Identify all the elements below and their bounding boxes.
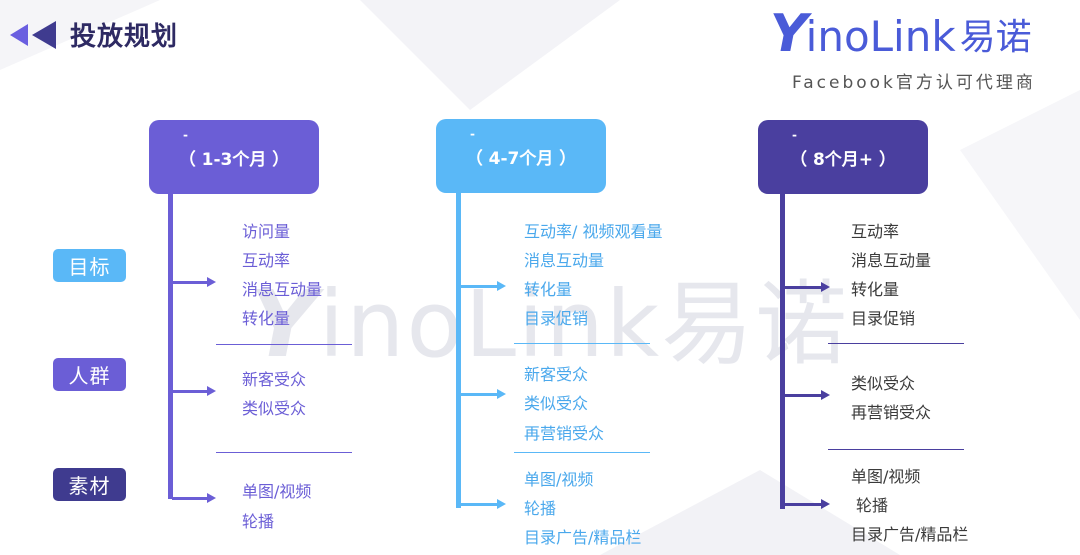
- logo-subtitle: Facebook官方认可代理商: [792, 73, 1036, 93]
- list-item: 目录促销: [851, 309, 916, 328]
- arrow-connector: [784, 499, 830, 509]
- list-item: 互动率: [242, 251, 291, 270]
- list-item: 再营销受众: [851, 403, 932, 422]
- back-triangle-icon: [10, 23, 28, 46]
- group-divider: [216, 452, 352, 453]
- phase-label: （ 4-7个月 ）: [465, 148, 577, 169]
- row-label-goal: 目标: [53, 249, 126, 282]
- row-label-material: 素材: [53, 468, 126, 501]
- group-divider: [514, 343, 650, 344]
- list-item: 消息互动量: [524, 251, 605, 270]
- arrow-connector: [460, 499, 506, 509]
- list-item: 轮播: [856, 496, 889, 515]
- list-item: 轮播: [242, 512, 275, 531]
- phase-1-connector: [168, 194, 173, 499]
- list-item: 新客受众: [242, 370, 307, 389]
- list-item: 消息互动量: [242, 280, 323, 299]
- phase-box-1: -（ 1-3个月 ）: [149, 120, 319, 194]
- group-divider: [216, 344, 352, 345]
- list-item: 转化量: [524, 280, 573, 299]
- list-item: 目录广告/精品栏: [524, 528, 642, 547]
- group-divider: [828, 343, 964, 344]
- page-title-area: 投放规划: [10, 16, 178, 53]
- phase-box-3: -（ 8个月+ ）: [758, 120, 928, 194]
- list-item: 轮播: [524, 499, 557, 518]
- list-item: 目录广告/精品栏: [851, 525, 969, 544]
- list-item: 互动率: [851, 222, 900, 241]
- phase-2-connector: [456, 193, 461, 508]
- arrow-connector: [784, 282, 830, 292]
- list-item: 互动率/ 视频观看量: [524, 222, 663, 241]
- row-label-audience: 人群: [53, 358, 126, 391]
- list-item: 类似受众: [242, 399, 307, 418]
- arrow-connector: [460, 389, 506, 399]
- logo-wordmark: inoLink: [805, 12, 956, 61]
- brand-logo: Y inoLink 易诺 Facebook官方认可代理商: [770, 4, 1070, 94]
- list-item: 目录促销: [524, 309, 589, 328]
- phase-label: （ 1-3个月 ）: [178, 149, 290, 170]
- list-item: 类似受众: [851, 374, 916, 393]
- arrow-connector: [172, 386, 216, 396]
- arrow-connector: [172, 493, 216, 503]
- page-title: 投放规划: [70, 22, 179, 52]
- phase-3-connector: [780, 194, 785, 509]
- arrow-connector: [460, 281, 506, 291]
- list-item: 单图/视频: [242, 482, 312, 501]
- phase-label: （ 8个月+ ）: [790, 149, 896, 170]
- logo-mark: Y: [770, 4, 808, 64]
- arrow-connector: [784, 390, 830, 400]
- watermark: YinoLink易诺: [250, 271, 850, 378]
- list-item: 访问量: [242, 222, 291, 241]
- group-divider: [514, 452, 650, 453]
- arrow-connector: [172, 277, 216, 287]
- list-item: 类似受众: [524, 394, 589, 413]
- list-item: 新客受众: [524, 365, 589, 384]
- list-item: 单图/视频: [851, 467, 921, 486]
- list-item: 消息互动量: [851, 251, 932, 270]
- logo-chinese-name: 易诺: [959, 17, 1032, 58]
- phase-box-2: -（ 4-7个月 ）: [436, 119, 606, 193]
- list-item: 转化量: [242, 309, 291, 328]
- group-divider: [828, 449, 964, 450]
- list-item: 单图/视频: [524, 470, 594, 489]
- list-item: 再营销受众: [524, 424, 605, 443]
- play-triangle-icon: [32, 20, 56, 49]
- list-item: 转化量: [851, 280, 900, 299]
